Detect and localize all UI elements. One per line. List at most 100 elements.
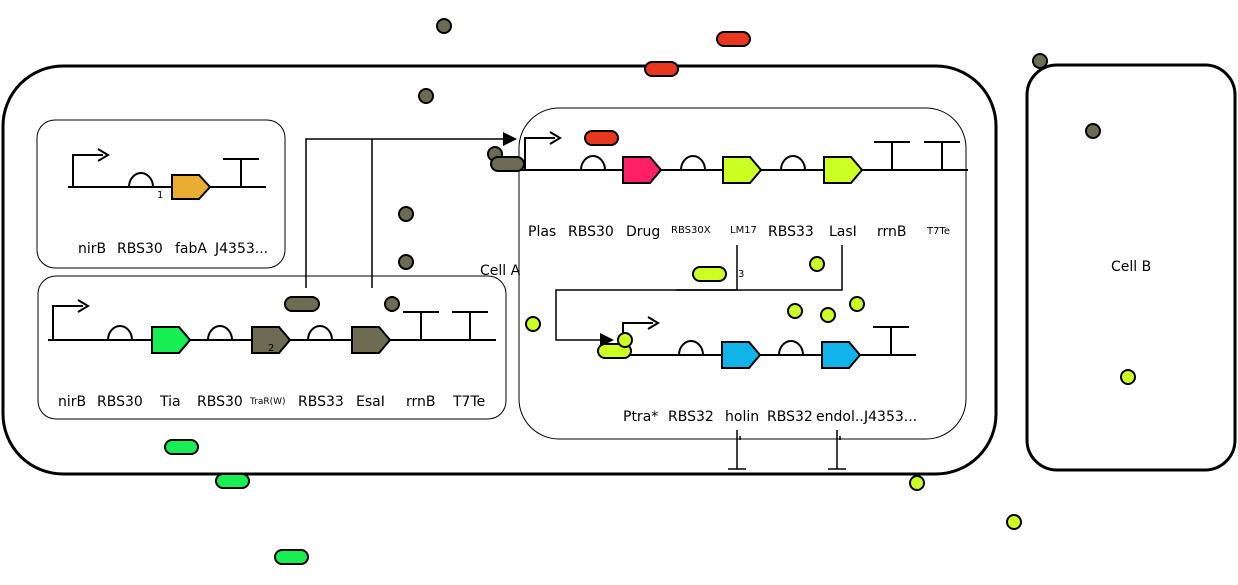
part-label: RBS30 <box>568 224 614 240</box>
inhibition-tick-icon <box>739 436 841 440</box>
terminator-icon <box>873 326 909 355</box>
drug-molecule <box>584 130 619 146</box>
ahl-lime-molecule <box>809 256 825 272</box>
ahl-dark-molecules <box>284 18 1101 312</box>
drug-molecules <box>584 31 751 146</box>
traR-ahl-complex <box>490 156 525 172</box>
rbs-icon <box>107 325 133 341</box>
ahl-dark-molecule <box>1085 123 1101 139</box>
part-label: J4353... <box>214 241 268 257</box>
ahl-dark-molecule <box>1032 53 1048 69</box>
rbs-icon <box>580 155 606 171</box>
tia-molecule <box>164 439 199 455</box>
part-label: T7Te <box>452 394 485 410</box>
activation-arrowhead-icon <box>503 132 517 146</box>
promoter-arrowhead-icon <box>647 316 660 330</box>
part-label: LasI <box>829 224 857 240</box>
lasI-cds-icon <box>823 156 864 184</box>
part-label: RBS30 <box>117 241 163 257</box>
cell-a-label: Cell A <box>480 263 521 279</box>
terminator-icon <box>452 311 488 340</box>
drug-cds-icon <box>622 156 663 184</box>
ahl-lime-molecule <box>617 332 633 348</box>
promoter-icon <box>524 137 555 170</box>
part-label: Drug <box>626 224 660 240</box>
cell-b-membrane <box>1025 63 1237 472</box>
part-label: Ptra* <box>623 409 658 425</box>
ahl-lime-molecule <box>820 307 836 323</box>
rbs-icon <box>780 155 806 171</box>
promoter-icon <box>52 305 83 340</box>
ahl-dark-molecule <box>436 18 452 34</box>
part-label: rrnB <box>877 224 907 240</box>
activation-line <box>676 245 843 291</box>
ahl-lime-molecule <box>1120 369 1136 385</box>
construct-1-box <box>36 119 286 269</box>
part-label: RBS30 <box>97 394 143 410</box>
part-label: endol... <box>816 409 868 425</box>
construct-4: Ptra* RBS32 holin RBS32 endol... J4353..… <box>618 316 917 425</box>
traR-protein <box>284 296 320 312</box>
ahl-lime-molecules <box>525 256 1136 530</box>
part-label: T7Te <box>926 226 950 237</box>
drug-molecule <box>644 61 679 77</box>
construct-1-marker: 1 <box>157 190 163 201</box>
ahl-dark-molecule <box>384 296 400 312</box>
ahl-dark-molecule <box>398 206 414 222</box>
part-label: RBS32 <box>767 409 813 425</box>
part-label: nirB <box>78 241 106 257</box>
construct-2-box <box>37 275 507 420</box>
part-label: RBS33 <box>298 394 344 410</box>
rbs-icon <box>207 325 233 341</box>
rbs-icon <box>678 340 704 356</box>
part-label: nirB <box>58 394 86 410</box>
part-label: fabA <box>175 241 207 257</box>
terminator-icon <box>223 158 259 187</box>
inhibition-icon <box>828 430 846 470</box>
fabA-cds-icon <box>171 174 212 200</box>
tia-cds-icon <box>151 326 192 354</box>
ahl-lime-molecule <box>849 296 865 312</box>
inhibition-icon <box>728 430 746 470</box>
esaI-cds-icon <box>351 326 392 354</box>
ahl-lime-molecule <box>787 303 803 319</box>
part-label: rrnB <box>406 394 436 410</box>
part-label: RBS30 <box>197 394 243 410</box>
construct-2: 2 nirB RBS30 Tia RBS30 TraR(W) RBS33 Esa… <box>37 275 507 420</box>
lm17-protein <box>692 266 727 282</box>
part-label: J4353... <box>863 409 917 425</box>
promoter-arrowhead-icon <box>97 148 110 162</box>
ahl-dark-molecule <box>398 254 414 270</box>
ahl-lime-molecule <box>909 475 925 491</box>
construct-3-marker: 3 <box>738 269 744 280</box>
cell-a-membrane <box>1 64 998 476</box>
tia-molecule <box>215 473 250 489</box>
cell-b-label: Cell B <box>1111 259 1151 275</box>
part-label: holin <box>725 409 759 425</box>
ahl-dark-molecule <box>418 88 434 104</box>
lm17-cds-icon <box>722 156 763 184</box>
rbs-icon <box>680 155 706 171</box>
construct-1: 1 nirB RBS30 fabA J4353... <box>36 119 286 269</box>
part-label: Tia <box>159 394 181 410</box>
promoter-arrowhead-icon <box>549 131 562 145</box>
tia-molecule <box>274 549 309 565</box>
rbs-icon <box>128 172 154 188</box>
drug-molecule <box>716 31 751 47</box>
part-label: RBS33 <box>768 224 814 240</box>
part-label: TraR(W) <box>249 397 286 407</box>
part-label: LM17 <box>730 225 757 236</box>
traR-cds-icon <box>251 326 292 354</box>
rbs-icon <box>778 340 804 356</box>
tia-molecules <box>164 439 309 565</box>
activation-line <box>305 138 508 288</box>
promoter-arrowhead-icon <box>77 299 90 313</box>
activation-line <box>555 245 738 341</box>
ahl-lime-molecule <box>1006 514 1022 530</box>
terminator-icon <box>403 311 439 340</box>
part-label: EsaI <box>356 394 385 410</box>
terminator-icon <box>924 141 960 170</box>
part-label: RBS32 <box>668 409 714 425</box>
part-label: RBS30X <box>671 225 711 236</box>
